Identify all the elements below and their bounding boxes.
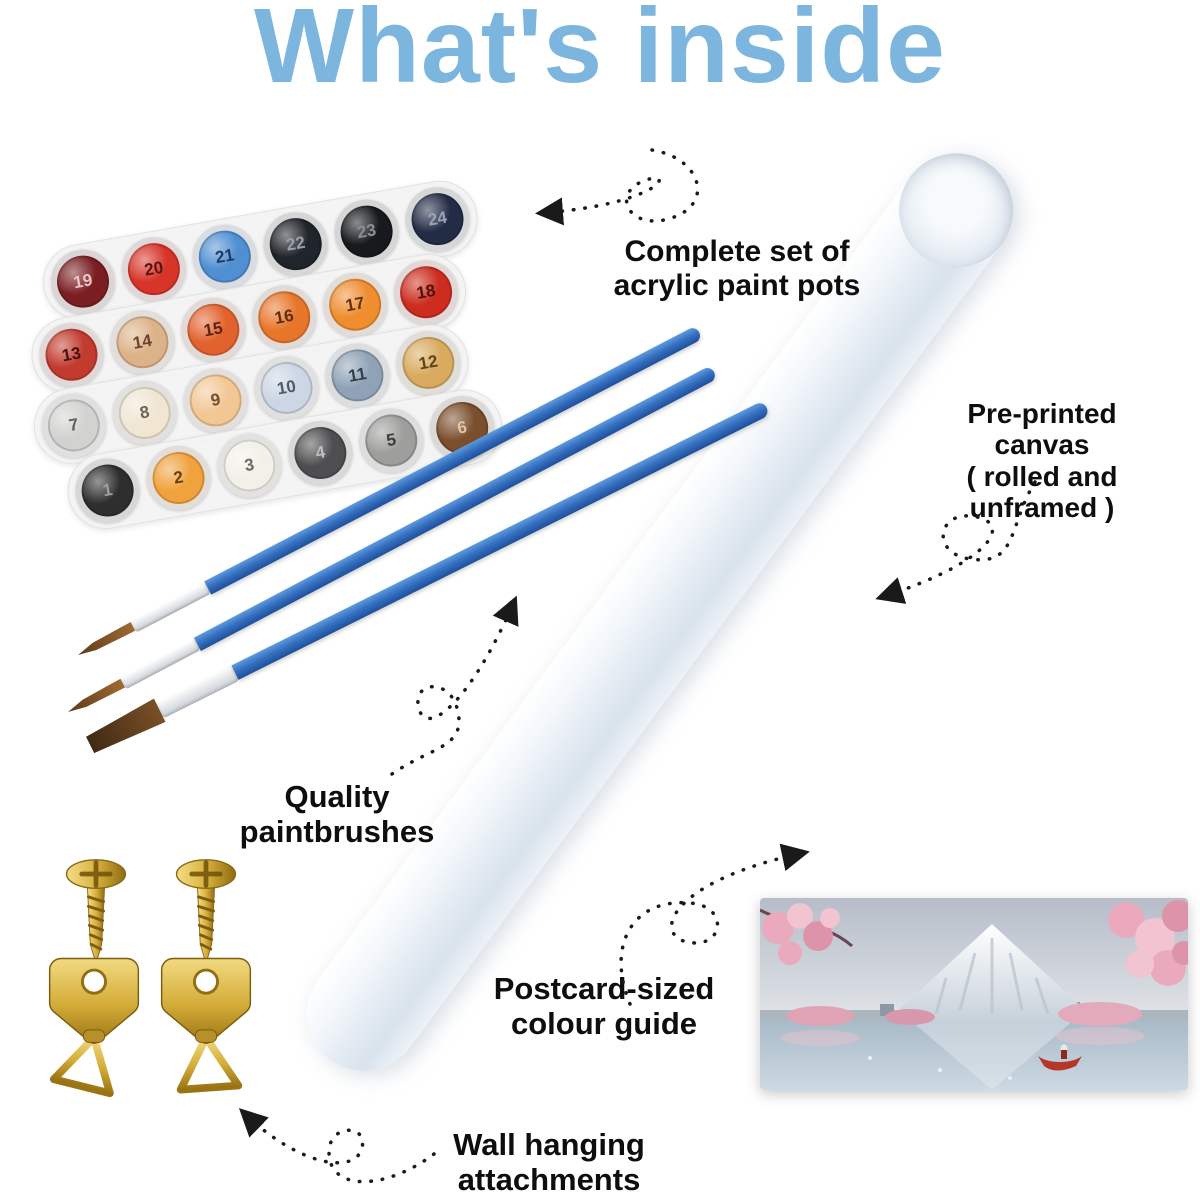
paint-pot: 9 xyxy=(178,363,253,438)
colour-guide-postcard xyxy=(760,898,1188,1090)
paint-pot: 16 xyxy=(247,280,322,355)
label-canvas: Pre-printed canvas ( rolled and unframed… xyxy=(966,398,1118,524)
boat xyxy=(1038,1044,1082,1071)
paint-pot: 15 xyxy=(176,292,251,367)
brush-bristles xyxy=(76,622,136,659)
paint-pot: 23 xyxy=(329,194,404,269)
paint-pot: 17 xyxy=(318,267,393,342)
screw-icon xyxy=(65,859,127,966)
dashed-arrow-to-hangers xyxy=(238,1108,436,1184)
paint-pot: 1 xyxy=(70,453,145,528)
paint-pot: 21 xyxy=(187,219,262,294)
paint-pot: 24 xyxy=(400,182,475,257)
label-paintbrushes: Quality paintbrushes xyxy=(239,779,435,849)
page-title: What's inside xyxy=(254,0,946,105)
fuji-scene-image xyxy=(760,898,1188,1090)
paint-pot: 12 xyxy=(391,325,466,400)
paint-pot: 3 xyxy=(212,428,287,503)
paint-pot: 14 xyxy=(105,305,180,380)
paint-pot: 13 xyxy=(34,317,109,392)
brush-bristles xyxy=(66,679,126,717)
paint-pot: 22 xyxy=(258,207,333,282)
paint-pot: 8 xyxy=(107,375,182,451)
paint-pot: 7 xyxy=(36,388,111,463)
label-colour-guide: Postcard-sized colour guide xyxy=(493,971,715,1041)
label-wall-hanging: Wall hanging attachments xyxy=(453,1127,645,1197)
d-ring-hanger-icon xyxy=(160,957,252,1094)
canvas-roll-end xyxy=(876,130,1036,291)
blossom-branches xyxy=(760,900,1188,986)
label-paint-pots: Complete set of acrylic paint pots xyxy=(613,235,861,302)
screw-icon xyxy=(175,859,237,966)
paint-pot: 11 xyxy=(320,338,395,413)
paint-pot: 10 xyxy=(249,350,324,425)
paint-pot: 4 xyxy=(283,415,358,491)
dashed-arrow-to-paints xyxy=(535,148,700,226)
d-ring-hanger-icon xyxy=(48,957,140,1098)
paint-pot: 18 xyxy=(388,255,464,330)
brush-ferrule xyxy=(129,581,211,633)
paint-pot: 2 xyxy=(141,440,216,516)
paint-pot: 20 xyxy=(116,232,191,307)
paint-pot: 19 xyxy=(45,244,121,319)
